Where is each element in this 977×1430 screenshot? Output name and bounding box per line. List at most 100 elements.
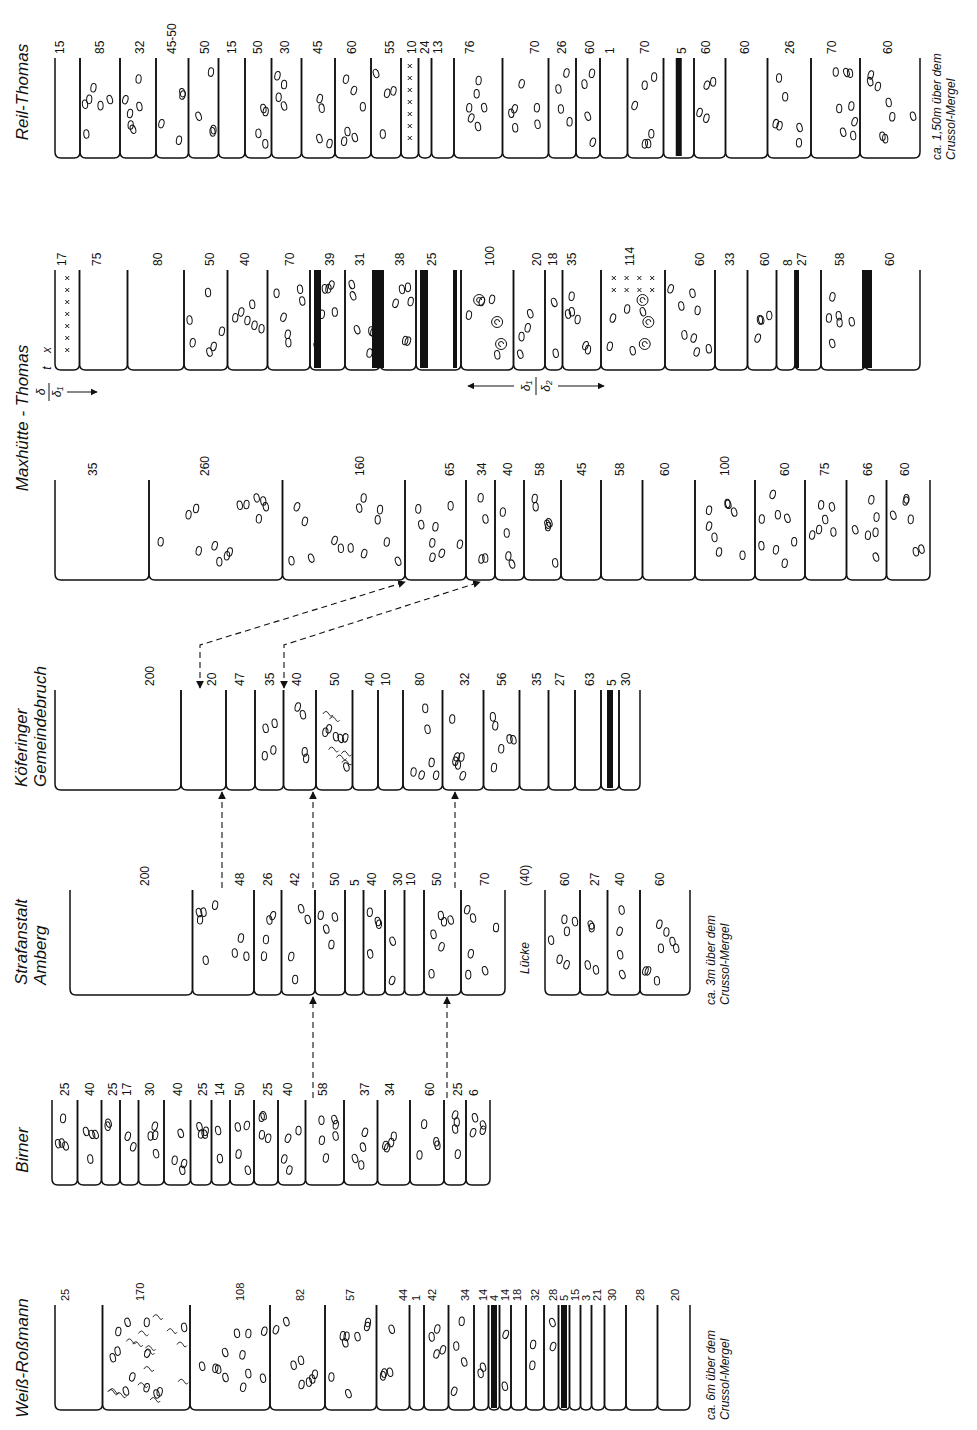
ooid-symbol [564,927,570,936]
ooid-symbol [865,531,871,540]
bed-thickness: 60 [659,463,671,476]
ooid-symbol [476,76,482,85]
ooid-symbol [399,285,405,294]
ooid-symbol [457,539,464,548]
bed-thickness: 5 [676,47,688,54]
bed-outline [576,58,600,158]
bed-thickness: 200 [139,866,151,886]
ooid-symbol [217,557,222,566]
bed-thickness: 60 [700,41,712,54]
ooid-symbol [281,80,287,89]
ooid-symbol [776,74,781,83]
cross-symbol [612,288,616,292]
bed-thickness: 26 [262,873,274,886]
ooid-symbol [527,309,534,319]
ooid-symbol [210,342,217,352]
bed-thickness: 70 [284,253,296,266]
zone-arrow [67,392,97,393]
ooid-symbol [151,1121,158,1131]
ooid-symbol [109,1353,116,1363]
ooid-symbol [494,350,500,359]
ooid-symbol [304,915,311,925]
bed-outline [52,1100,78,1185]
ooid-symbol [212,900,218,909]
ooid-symbol [569,292,575,301]
ooid-symbol [338,544,344,553]
ooid-symbol [215,1126,222,1135]
ooid-symbol [124,1131,131,1141]
ooid-symbol [195,908,202,918]
bed-thickness: (40) [519,865,531,886]
ooid-symbol [429,553,436,563]
ooid-symbol [504,529,510,538]
ooid-symbol [471,1113,478,1123]
bed-thickness: 18 [512,1289,523,1301]
ooid-symbol [706,521,713,531]
bed-thickness: 38 [394,253,406,266]
cross-symbol [408,100,412,104]
ooid-symbol [351,133,358,143]
ooid-symbol [607,342,614,351]
position-note: ca. 3m über dem Crussol-Mergel [704,885,732,1005]
ammonite-symbol [643,317,654,328]
ooid-symbol [122,95,129,105]
ooid-symbol [469,1128,477,1138]
shell-fragment [126,1339,136,1344]
bed-outline [600,58,628,158]
bed-thickness: 10 [405,873,417,886]
ooid-symbol [206,347,213,357]
ooid-symbol [706,506,713,515]
ooid-symbol [629,346,636,355]
ooid-symbol [642,81,648,90]
ooid-symbol [792,537,797,546]
ooid-symbol [593,965,600,974]
ooid-symbol [512,123,518,132]
ooid-symbol [816,525,822,534]
ooid-symbol [584,111,592,121]
bed-outline [55,1305,103,1410]
ooid-symbol [730,507,737,517]
bed-thickness: 60 [739,41,751,54]
bed-outline [283,480,406,580]
ooid-symbol [449,715,455,724]
bed-thickness: 42 [427,1289,438,1301]
bed-thickness: 27 [796,253,808,266]
ooid-symbol [375,515,380,524]
bed-outline [520,690,549,790]
shell-fragment [342,760,352,765]
bed-thickness: 8 [782,259,794,266]
ooid-symbol [489,295,496,304]
ooid-symbol [332,308,338,317]
ooid-symbol [909,111,916,121]
ooid-symbol [341,137,347,146]
ooid-symbol [185,510,191,519]
ooid-symbol [281,1154,288,1164]
bed-outline [245,58,272,158]
ooid-symbol [796,123,803,133]
ooid-symbol [830,527,836,536]
bed-outline [70,890,193,995]
ooid-symbol [562,915,568,924]
ooid-symbol [759,515,765,524]
ooid-symbol [199,1361,206,1371]
ooid-symbol [234,1329,240,1338]
ooid-symbol [531,494,537,503]
ooid-symbol [122,1386,130,1396]
ooid-symbol [703,80,710,90]
bed-outline [643,480,696,580]
ooid-symbol [656,919,663,929]
bed-outline [626,1305,658,1410]
bed-thickness: 25 [426,253,438,266]
ooid-symbol [758,541,764,550]
profile-column: Birner [52,1100,490,1185]
bed-thickness: 39 [324,253,336,266]
ooid-symbol [529,1361,535,1370]
bed-outline [181,690,226,790]
ooid-symbol [240,1382,247,1391]
bed-outline [378,1100,411,1185]
cross-symbol [650,288,654,292]
ooid-symbol [757,315,763,324]
ooid-symbol [345,1389,353,1399]
ooid-symbol [201,1129,208,1139]
ooid-symbol [276,93,282,102]
